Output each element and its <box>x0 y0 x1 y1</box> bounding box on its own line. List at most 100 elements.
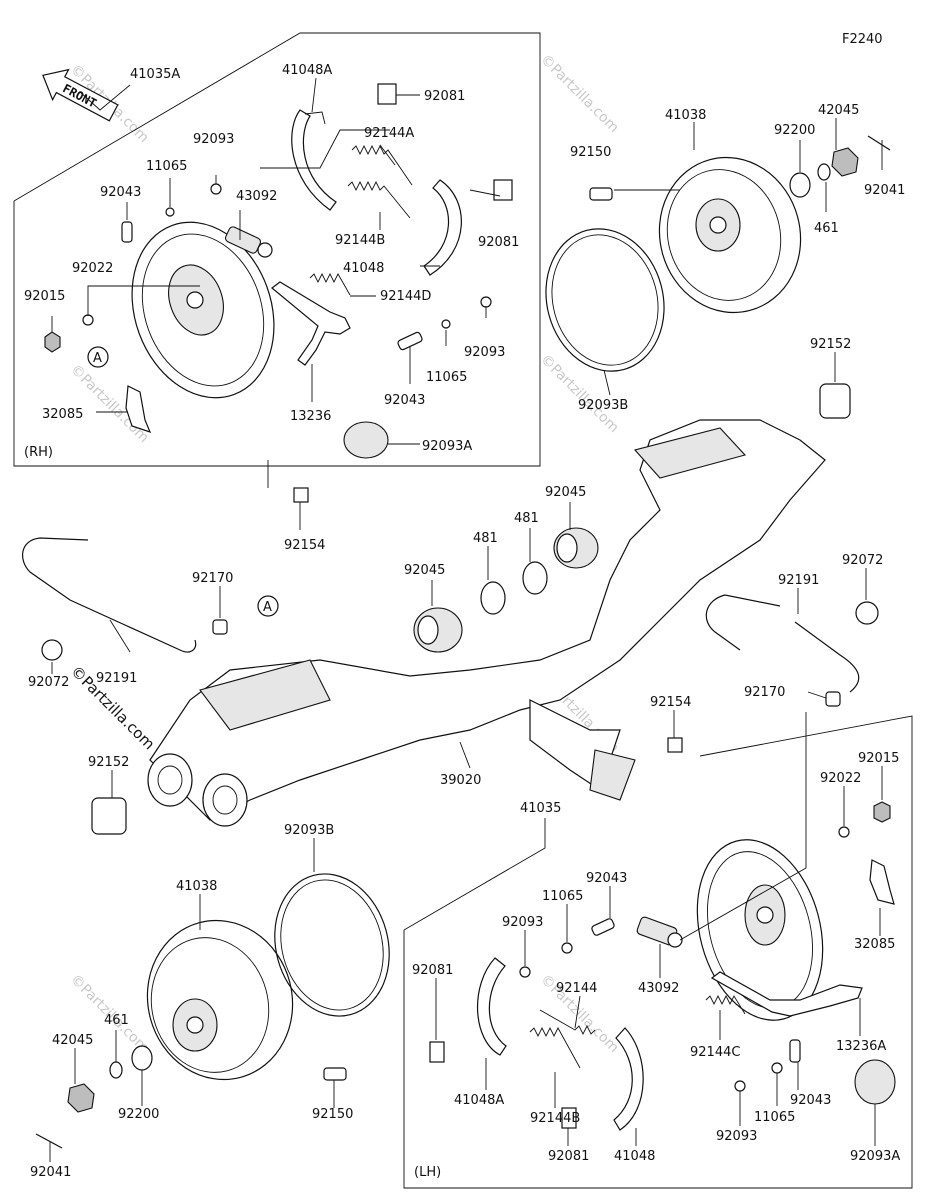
clamp-92170-left <box>212 619 228 635</box>
grommet-92093a-lh <box>854 1059 896 1105</box>
ref-marker-a-2: A <box>263 600 272 615</box>
label-92144b-bottom: 92144B <box>530 1111 580 1126</box>
clamp-92170-right <box>825 691 841 707</box>
label-41048a-bottom: 41048A <box>454 1093 504 1108</box>
nut-92015-lh <box>873 801 891 823</box>
label-42045-top: 42045 <box>818 103 859 118</box>
label-92022-top: 92022 <box>72 261 113 276</box>
label-41048-bottom: 41048 <box>614 1149 655 1164</box>
clip-32085-rh <box>125 385 152 433</box>
bolt-92154-rh <box>293 487 309 503</box>
label-461-bottom: 461 <box>104 1013 129 1028</box>
label-92152-left: 92152 <box>88 755 129 770</box>
clamp-92072-right <box>855 601 879 625</box>
watermark-2: ©Partzilla.com <box>537 52 622 137</box>
nut-92015-rh <box>44 331 61 353</box>
leader-lines <box>49 77 883 1162</box>
label-41038-bottom: 41038 <box>176 879 217 894</box>
shoe-tab-top <box>304 111 326 125</box>
pin-92043-rh-1 <box>121 221 133 243</box>
brake-shoe-41048-rh <box>423 179 462 276</box>
washer-92093-lh-1 <box>519 966 531 978</box>
label-92041-top: 92041 <box>864 183 905 198</box>
seal-ring-92093b-lh <box>274 873 390 1017</box>
brake-shoe-41048a-top <box>291 109 337 211</box>
label-92093-bottom-2: 92093 <box>716 1129 757 1144</box>
bolt-92150-lh <box>323 1067 347 1081</box>
backing-plate-lh <box>696 839 824 1021</box>
lever-13236 <box>271 281 351 366</box>
label-92081-top-2: 92081 <box>478 235 519 250</box>
label-92015-bottom: 92015 <box>858 751 899 766</box>
label-41035: 41035 <box>520 801 561 816</box>
label-92191-right: 92191 <box>778 573 819 588</box>
label-43092-top: 43092 <box>236 189 277 204</box>
label-41035a: 41035A <box>130 67 180 82</box>
washer-11065-lh-1 <box>561 942 573 954</box>
label-92093-top-1: 92093 <box>193 132 234 147</box>
label-92152-top: 92152 <box>810 337 851 352</box>
label-92045-lower: 92045 <box>404 563 445 578</box>
label-92150-top: 92150 <box>570 145 611 160</box>
label-41048a-top: 41048A <box>282 63 332 78</box>
label-92144a: 92144A <box>364 126 414 141</box>
axle-housing-39020 <box>147 419 826 827</box>
pin-92043-lh-1 <box>591 918 615 936</box>
label-92093b-top: 92093B <box>578 398 628 413</box>
lever-13236a <box>710 971 863 1017</box>
rh-group-label: (RH) <box>24 445 53 460</box>
washer-461-lh <box>109 1061 123 1079</box>
spring-92144c <box>705 994 746 1015</box>
washer-461-rh <box>817 163 831 181</box>
label-42045-bottom: 42045 <box>52 1033 93 1048</box>
clip-32085-lh <box>869 859 895 905</box>
label-92200-bottom: 92200 <box>118 1107 159 1122</box>
label-39020: 39020 <box>440 773 481 788</box>
bushing-92152-right <box>819 383 851 419</box>
label-92072-left: 92072 <box>28 675 69 690</box>
label-92144b-top: 92144B <box>335 233 385 248</box>
brake-shoe-41048-lh <box>613 1027 644 1131</box>
clamp-92072-left <box>41 639 63 661</box>
label-11065-bottom-2: 11065 <box>754 1110 795 1125</box>
label-11065-top-2: 11065 <box>426 370 467 385</box>
label-481-upper: 481 <box>514 511 539 526</box>
label-92170-right: 92170 <box>744 685 785 700</box>
label-92144d: 92144D <box>380 289 431 304</box>
circlip-481-upper <box>522 561 548 595</box>
label-92191-left: 92191 <box>96 671 137 686</box>
rh-group-border <box>13 32 541 467</box>
lh-group-border <box>403 715 913 1189</box>
label-92072-right: 92072 <box>842 553 883 568</box>
washer-92022-rh <box>82 314 94 326</box>
washer-11065-rh-2 <box>441 319 451 329</box>
washer-92093-rh-2 <box>480 296 492 308</box>
spring-92144a <box>351 144 413 186</box>
label-92144-bottom: 92144 <box>556 981 597 996</box>
label-92144c: 92144C <box>690 1045 740 1060</box>
label-13236a: 13236A <box>836 1039 886 1054</box>
nut-42045-lh <box>67 1083 95 1113</box>
bushing-92152-left <box>91 797 127 835</box>
circlip-481-lower <box>480 581 506 615</box>
label-92041-bottom: 92041 <box>30 1165 71 1180</box>
watermarks: ©Partzilla.com ©Partzilla.com ©Partzilla… <box>67 52 622 1057</box>
label-92170-left: 92170 <box>192 571 233 586</box>
washer-11065-rh-1 <box>165 207 175 217</box>
ref-marker-a-1-circle <box>87 346 109 368</box>
brake-drum-rh <box>658 156 802 314</box>
washer-92200-lh <box>131 1045 153 1071</box>
lh-group-label: (LH) <box>414 1165 441 1180</box>
spring-92144b-rh <box>347 180 411 219</box>
label-92081-top-1: 92081 <box>424 89 465 104</box>
label-41038-top: 41038 <box>665 108 706 123</box>
spring-92144b-lh <box>529 1026 581 1069</box>
label-11065-top-1: 11065 <box>146 159 187 174</box>
wheel-cylinder-rh <box>224 226 273 258</box>
bolt-92150-rh <box>589 187 613 201</box>
label-92043-top-2: 92043 <box>384 393 425 408</box>
grommet-92093a-rh <box>343 421 389 459</box>
label-92022-bottom: 92022 <box>820 771 861 786</box>
brake-shoe-41048a-lh <box>477 957 507 1056</box>
label-11065-bottom-1: 11065 <box>542 889 583 904</box>
